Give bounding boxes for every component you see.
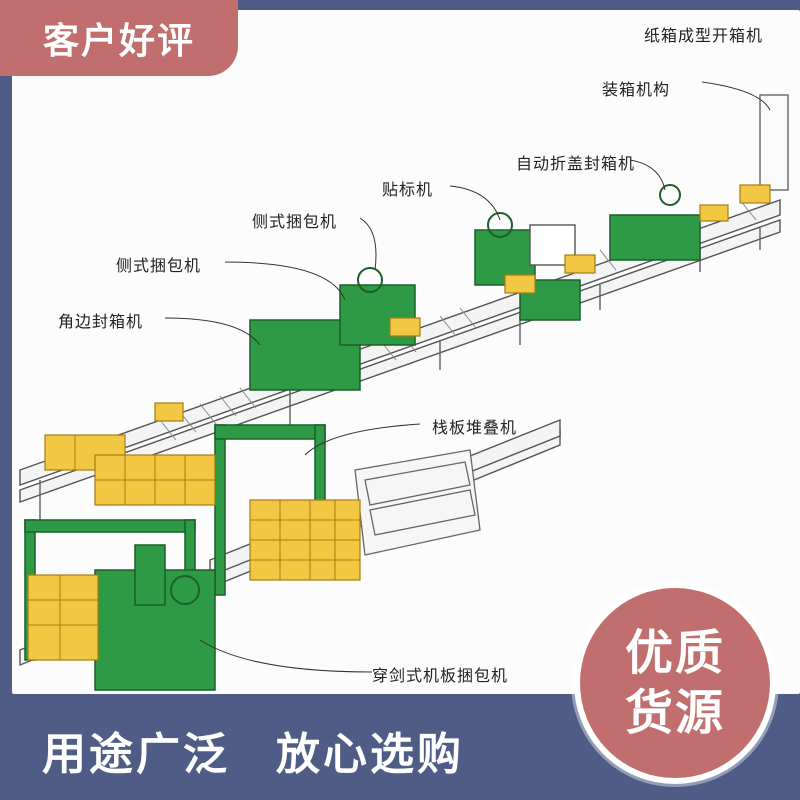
label-through-pallet-strapper: 穿剑式机板捆包机	[372, 666, 509, 685]
label-side-strapper-2: 侧式捆包机	[116, 256, 202, 275]
label-pallet-stacker: 栈板堆叠机	[432, 418, 518, 437]
carton-erector-frame	[759, 94, 789, 191]
label-side-strapper-1: 侧式捆包机	[252, 212, 338, 231]
slogan-part-1: 用途广泛	[42, 729, 230, 780]
label-labeler: 贴标机	[382, 180, 434, 199]
label-packing-mechanism: 装箱机构	[602, 80, 671, 99]
pallet-rack	[354, 449, 481, 556]
carton-grid	[28, 435, 360, 660]
badge-line-2: 货源	[624, 685, 725, 741]
badge-line-1: 优质	[624, 625, 725, 681]
slogan-bar: 用途广泛 放心选购	[0, 700, 560, 800]
illustration-panel: 纸箱成型开箱机 装箱机构 自动折盖封箱机 贴标机 侧式捆包机 侧式捆包机 角边封…	[12, 10, 800, 694]
production-line-illustration	[19, 81, 789, 691]
leader-lines	[164, 81, 771, 673]
strapping-wheels	[170, 184, 681, 605]
label-corner-sealer: 角边封箱机	[58, 312, 144, 331]
customer-review-text: 客户好评	[42, 21, 195, 62]
slogan-part-2: 放心选购	[276, 729, 464, 780]
label-carton-forming: 纸箱成型开箱机	[644, 26, 764, 45]
label-auto-fold-sealer: 自动折盖封箱机	[516, 154, 636, 173]
customer-review-tag: 客户好评	[0, 0, 238, 76]
quality-badge: 优质 货源	[574, 582, 776, 784]
green-machines	[24, 214, 701, 691]
